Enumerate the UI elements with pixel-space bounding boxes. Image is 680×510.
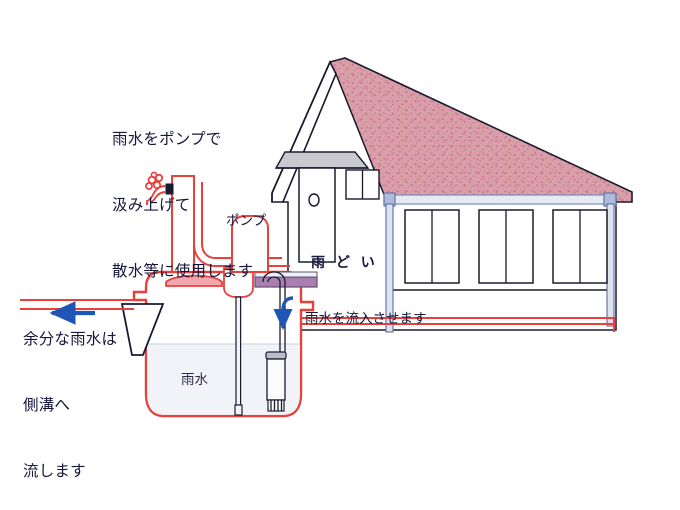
suction-pipe [234, 296, 243, 416]
filter-screen-icon [270, 400, 283, 411]
door-awning [274, 151, 370, 169]
front-door [298, 167, 336, 263]
gutter-label: 雨 ど い [311, 254, 379, 270]
downspout-right [606, 203, 615, 327]
overflow-baffle [120, 303, 165, 356]
pump-usage-note-line1: 雨水をポンプで [112, 131, 222, 148]
pump-usage-note: 雨水をポンプで 汲み上げて 散水等に使用します [112, 85, 253, 327]
tank-lid-plate [254, 271, 318, 288]
overflow-pipe [20, 299, 134, 310]
faucet-icon [145, 171, 174, 205]
tank-water-label: 雨水 [181, 372, 208, 387]
house-illustration [271, 57, 633, 333]
eave-gutter [383, 192, 617, 207]
sliding-window-2 [478, 209, 534, 284]
overflow-note-line2: 側溝へ [23, 397, 71, 414]
pump-label: ポンプ [226, 213, 267, 228]
tank-manhole-cover [165, 274, 223, 287]
small-window [345, 169, 380, 200]
pump-assembly [193, 182, 290, 273]
inflow-arrow [273, 296, 294, 331]
overflow-note-line1: 余分な雨水は [23, 331, 118, 348]
inlet-drop-pipe [262, 271, 286, 352]
riser-pipe [171, 175, 195, 273]
pump-usage-note-line2: 汲み上げて [112, 197, 191, 214]
inlet-filter-unit [265, 351, 287, 412]
pump-mount-collar [223, 267, 254, 298]
overflow-note: 余分な雨水は 側溝へ 流します [23, 285, 117, 510]
sliding-window-1 [404, 209, 460, 284]
pump-usage-note-line3: 散水等に使用します [112, 263, 254, 280]
inflow-note: 雨水を流入させます [305, 311, 427, 326]
downspout-left [385, 203, 394, 333]
rainwater-tank [120, 267, 318, 418]
sliding-window-3 [552, 209, 608, 284]
tank-water-fill [147, 344, 300, 415]
overflow-note-line3: 流します [23, 463, 86, 480]
